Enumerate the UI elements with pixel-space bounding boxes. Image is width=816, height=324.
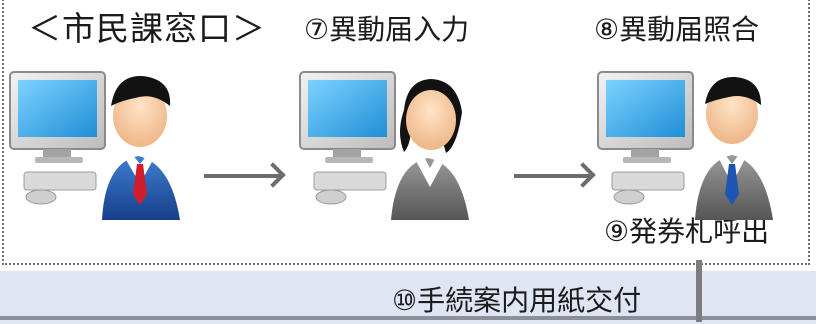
- computer-with-gray-suit-man-icon: [597, 71, 773, 220]
- step-9-label: ⑨発券札呼出: [604, 215, 770, 248]
- step-10-label: ⑩手続案内用紙交付: [392, 284, 642, 317]
- right-arrow-icon: [514, 174, 590, 178]
- vertical-connector: [696, 260, 702, 322]
- right-arrow-icon: [204, 174, 280, 178]
- computer-with-blue-suit-person-icon: [9, 71, 180, 220]
- step-8-label: ⑧異動届照合: [594, 13, 760, 46]
- bottom-band-border: [0, 316, 816, 320]
- section-title: ＜市民課窓口＞: [28, 9, 266, 48]
- bottom-band: [0, 271, 816, 324]
- computer-with-gray-suit-woman-icon: [299, 71, 469, 220]
- step-7-label: ⑦異動届入力: [304, 13, 470, 46]
